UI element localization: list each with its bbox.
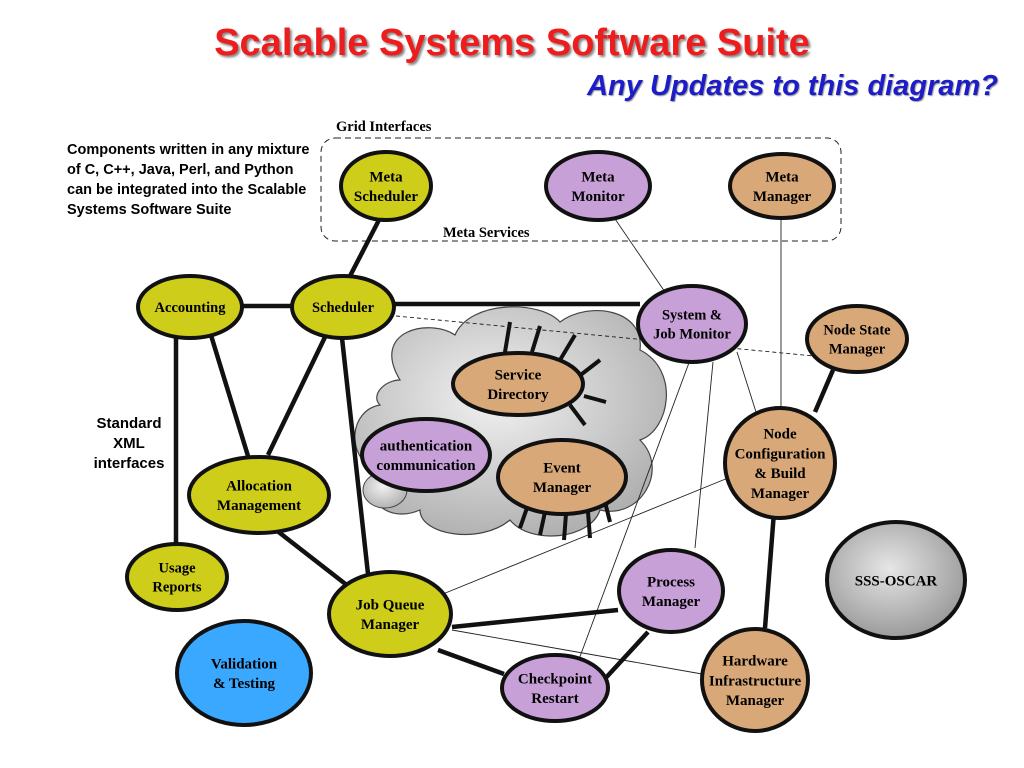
scheduler-label-line: Scheduler	[312, 300, 375, 316]
thick-connections	[173, 216, 836, 684]
authentication-label-line: authentication	[380, 438, 473, 454]
usage-reports-ellipse	[125, 542, 229, 612]
system-job-monitor-ellipse	[636, 284, 748, 364]
meta-manager-label-line: Manager	[753, 189, 812, 205]
page-title: Scalable Systems Software Suite	[214, 22, 810, 64]
validation-testing-label-line: Validation	[211, 656, 278, 672]
meta-manager-ellipse	[728, 152, 836, 220]
validation-testing-ellipse	[175, 619, 313, 727]
job-queue-manager-label-line: Manager	[361, 617, 420, 633]
accounting-node: Accounting	[136, 274, 244, 340]
meta-monitor-label-line: Monitor	[571, 189, 625, 205]
service-directory-label-line: Service	[495, 367, 542, 383]
node-config-label-line: Configuration	[735, 446, 827, 462]
allocation-management-ellipse	[187, 455, 331, 535]
system-job-monitor-node: System & Job Monitor	[636, 284, 748, 364]
sss-oscar-node: SSS-OSCAR	[825, 520, 967, 640]
meta-scheduler-ellipse	[339, 150, 433, 222]
job-queue-manager-ellipse	[327, 570, 453, 658]
process-manager-label-line: Process	[647, 574, 695, 590]
process-manager-ellipse	[617, 548, 725, 634]
system-job-monitor-label-line: Job Monitor	[653, 327, 731, 343]
node-config-label-line: Manager	[751, 486, 810, 502]
hardware-infrastructure-manager-label-line: Manager	[726, 693, 785, 709]
page-subtitle: Any Updates to this diagram?	[587, 70, 998, 102]
validation-testing-label-line: & Testing	[213, 676, 276, 692]
meta-scheduler-label-line: Scheduler	[354, 189, 419, 205]
event-manager-label-line: Event	[543, 460, 581, 476]
service-directory-ellipse	[451, 351, 585, 417]
scheduler-node: Scheduler	[290, 274, 396, 340]
grid-interfaces-label: Grid Interfaces	[336, 119, 432, 135]
node-config-label-line: Node	[763, 426, 797, 442]
service-directory-label-line: Directory	[487, 387, 549, 403]
system-job-monitor-label-line: System &	[662, 307, 722, 323]
xml-interfaces-note: Standard XML interfaces	[93, 415, 165, 472]
authentication-ellipse	[360, 417, 492, 493]
process-manager-label-line: Manager	[642, 594, 701, 610]
meta-monitor-label-line: Meta	[581, 169, 615, 185]
authentication-label-line: communication	[376, 458, 476, 474]
sss-oscar-label-line: SSS-OSCAR	[855, 573, 938, 589]
authentication-node: authentication communication	[360, 417, 492, 493]
usage-reports-label-line: Reports	[152, 580, 201, 596]
node-config-label-line: & Build	[754, 466, 806, 482]
meta-services-label: Meta Services	[443, 225, 530, 241]
meta-monitor-ellipse	[544, 150, 652, 222]
hardware-infrastructure-manager-label-line: Hardware	[722, 653, 788, 669]
language-note: Components written in any mixture of C, …	[67, 142, 310, 218]
accounting-label-line: Accounting	[155, 300, 227, 316]
meta-manager-label-line: Meta	[765, 169, 799, 185]
meta-scheduler-label-line: Meta	[369, 169, 403, 185]
accounting-ellipse	[136, 274, 244, 340]
node-state-manager-ellipse	[805, 304, 909, 374]
hardware-infrastructure-manager-label-line: Infrastructure	[709, 673, 802, 689]
node-config-ellipse	[723, 406, 837, 520]
event-manager-label-line: Manager	[533, 480, 592, 496]
allocation-management-label-line: Management	[217, 498, 301, 514]
node-state-manager-label-line: Manager	[829, 342, 886, 358]
usage-reports-label-line: Usage	[158, 560, 196, 576]
sss-oscar-ellipse	[825, 520, 967, 640]
checkpoint-restart-label-line: Restart	[531, 691, 578, 707]
event-manager-ellipse	[496, 438, 628, 516]
node-state-manager-label-line: Node State	[823, 322, 891, 338]
grid-interfaces-box	[320, 137, 842, 242]
checkpoint-restart-label-line: Checkpoint	[518, 671, 592, 687]
allocation-management-label-line: Allocation	[226, 478, 292, 494]
checkpoint-restart-ellipse	[500, 653, 610, 723]
validation-testing-node: Validation & Testing	[175, 619, 313, 727]
job-queue-manager-label-line: Job Queue	[356, 597, 425, 613]
hardware-infrastructure-manager-ellipse	[700, 627, 810, 733]
scheduler-ellipse	[290, 274, 396, 340]
